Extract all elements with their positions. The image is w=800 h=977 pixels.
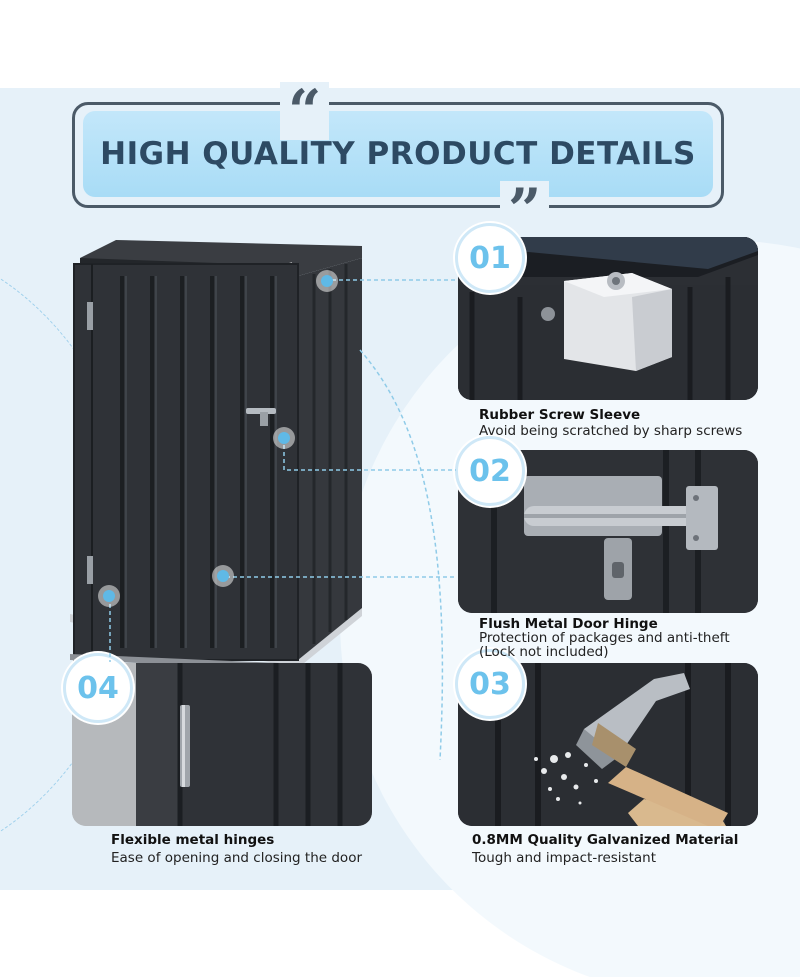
feature-title: Flexible metal hinges bbox=[111, 832, 275, 848]
open-quote-icon: “ bbox=[280, 82, 330, 140]
title-banner bbox=[83, 111, 713, 197]
feature-number-badge: 03 bbox=[455, 649, 525, 719]
feature-title: 0.8MM Quality Galvanized Material bbox=[472, 832, 739, 848]
page-title: HIGH QUALITY PRODUCT DETAILS bbox=[100, 136, 696, 172]
feature-number-badge: 01 bbox=[455, 223, 525, 293]
callout-dot bbox=[98, 270, 338, 607]
feature-title: Rubber Screw Sleeve bbox=[479, 407, 641, 423]
shed-image bbox=[70, 240, 362, 666]
feature-description: Avoid being scratched by sharp screws bbox=[479, 423, 743, 439]
feature-number-badge: 04 bbox=[63, 653, 133, 723]
feature-description: Ease of opening and closing the door bbox=[111, 850, 363, 866]
feature-title: Flush Metal Door Hinge bbox=[479, 616, 658, 632]
feature-description: (Lock not included) bbox=[479, 644, 609, 660]
feature-number-badge: 02 bbox=[455, 436, 525, 506]
title-frame bbox=[72, 102, 724, 208]
feature-description: Tough and impact-resistant bbox=[472, 850, 656, 866]
feature-description: Protection of packages and anti-theft bbox=[479, 630, 730, 646]
